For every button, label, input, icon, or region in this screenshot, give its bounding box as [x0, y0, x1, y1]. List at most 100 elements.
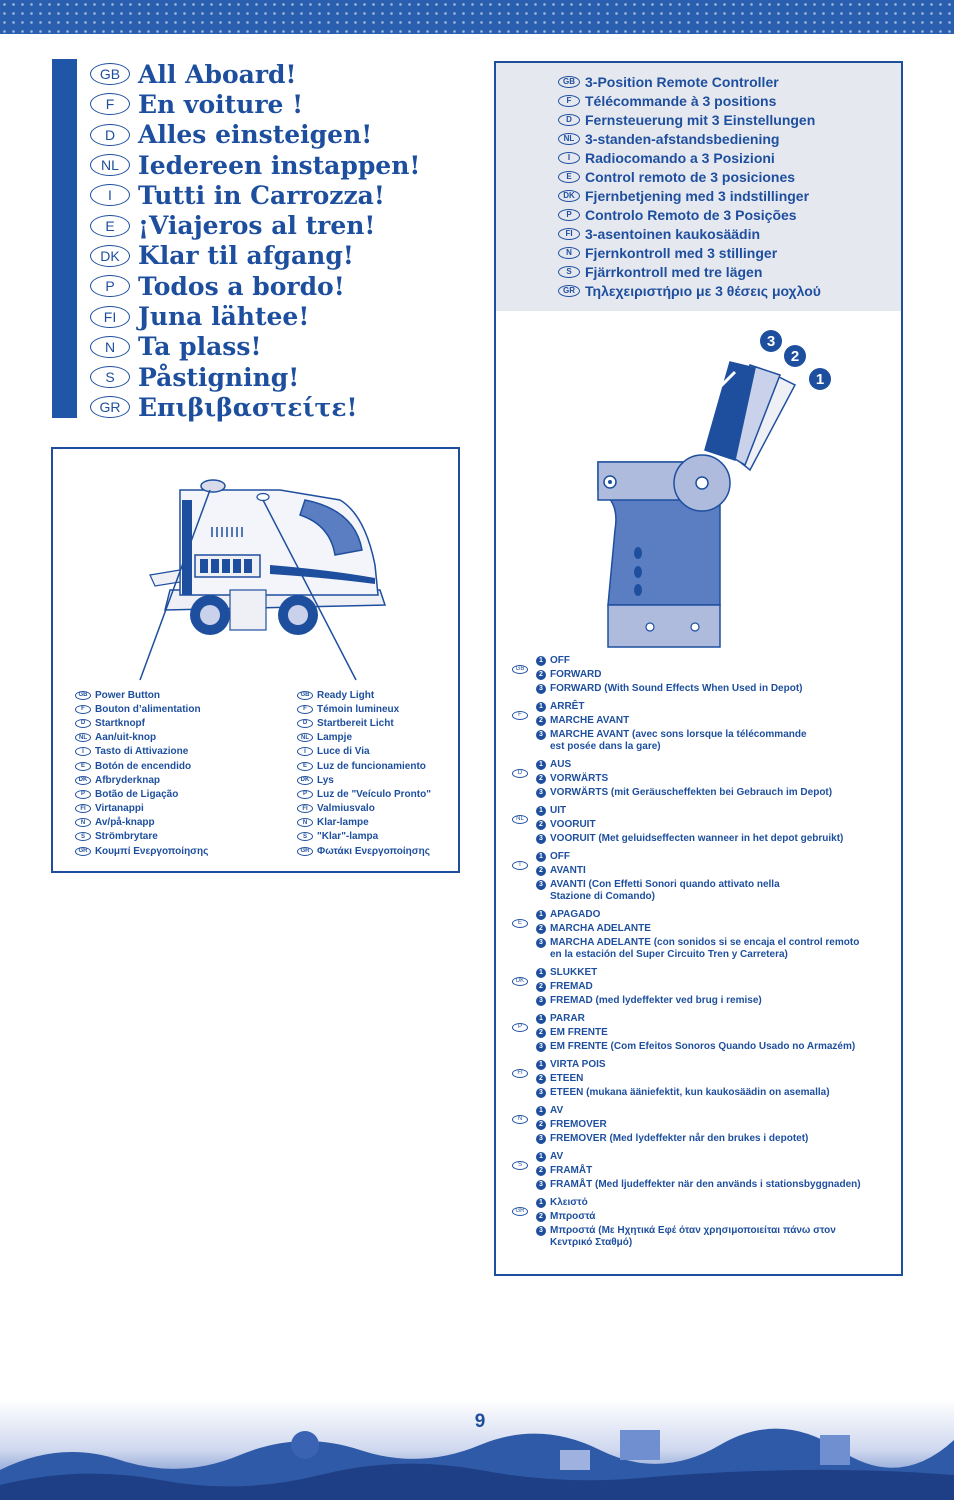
- language-code-badge: D: [297, 718, 313, 728]
- train-illustration: [139, 479, 387, 681]
- position-text: OFF: [550, 851, 570, 862]
- language-code-badge: D: [512, 768, 528, 778]
- position-text: FORWARD (With Sound Effects When Used in…: [550, 683, 803, 694]
- position-number-badge: 2: [536, 820, 546, 830]
- language-code-badge: GR: [75, 846, 91, 856]
- position-text: FRAMÅT (Med ljudeffekter när den används…: [550, 1179, 861, 1190]
- power-button-label-text: Botón de encendido: [95, 760, 192, 772]
- language-code-badge: DK: [75, 775, 91, 785]
- title-text: All Aboard!: [138, 59, 297, 89]
- title-text: En voiture !: [138, 89, 304, 119]
- language-code-badge: DK: [90, 244, 130, 267]
- ready-light-label-text: Luz de funcionamiento: [317, 760, 426, 772]
- position-text: AUS: [550, 759, 572, 770]
- remote-title-text: Τηλεχειριστήριο με 3 θέσεις μοχλού: [585, 282, 821, 299]
- title-row: E¡Viajeros al tren!: [90, 210, 420, 240]
- remote-title-text: 3-standen-afstandsbediening: [585, 130, 780, 147]
- ready-light-label-text: Lys: [317, 774, 334, 786]
- language-code-badge: GB: [75, 690, 91, 700]
- position-text: FREMOVER (Med lydeffekter når den brukes…: [550, 1133, 809, 1144]
- position-text: APAGADO: [550, 909, 601, 920]
- remote-title-text: Fjernkontroll med 3 stillinger: [585, 244, 778, 261]
- language-code-badge: E: [75, 761, 91, 771]
- language-cell: P: [512, 1013, 536, 1055]
- title-row: DK Klar til afgang!: [90, 241, 420, 271]
- power-button-label-text: Startknopf: [95, 717, 145, 729]
- position-text: Μπροστά (Με Ηχητικά Εφέ όταν χρησιμοποιε…: [550, 1225, 836, 1248]
- language-code-badge: I: [75, 747, 91, 757]
- language-code-badge: D: [90, 123, 130, 146]
- language-code-badge: P: [90, 275, 130, 298]
- language-code-badge: D: [558, 113, 580, 126]
- language-code-badge: FI: [558, 227, 580, 240]
- position-text: VORWÄRTS: [550, 773, 609, 784]
- remote-title-text: Control remoto de 3 posiciones: [585, 168, 796, 185]
- title-row: GB All Aboard!: [90, 59, 420, 89]
- power-button-label-text: Tasto di Attivazione: [95, 746, 189, 758]
- language-code-badge: GB: [90, 63, 130, 86]
- position-text: FRAMÅT: [550, 1165, 593, 1176]
- language-cell: D: [512, 759, 536, 801]
- language-code-badge: S: [90, 366, 130, 389]
- title-accent-bar: [52, 59, 77, 418]
- position-text: Κλειστό: [550, 1197, 588, 1208]
- ready-light-label-text: Φωτάκι Ενεργοποίησης: [317, 845, 430, 857]
- position-item: 3 FRAMÅT (Med ljudeffekter när den använd…: [536, 1179, 892, 1191]
- title-text: Klar til afgang!: [138, 241, 354, 271]
- title-text: ¡Viajeros al tren!: [138, 211, 376, 241]
- position-number-badge: 3: [536, 1180, 546, 1190]
- language-code-badge: GR: [512, 1206, 528, 1216]
- decorative-top-band: [0, 0, 954, 34]
- position-badge-2: 2: [784, 345, 806, 367]
- title-text: Alles einsteigen!: [138, 120, 373, 150]
- language-code-badge: S: [558, 265, 580, 278]
- position-number-badge: 1: [536, 1198, 546, 1208]
- position-text: MARCHA ADELANTE (con sonidos si se encaj…: [550, 937, 860, 960]
- remote-panel: [494, 61, 903, 1276]
- position-number-badge: 1: [536, 852, 546, 862]
- language-code-badge: E: [297, 761, 313, 771]
- position-text: VIRTA POIS: [550, 1059, 606, 1070]
- position-number-badge: 3: [536, 788, 546, 798]
- position-number-badge: 1: [536, 968, 546, 978]
- language-code-badge: D: [75, 718, 91, 728]
- position-text: OFF: [550, 655, 570, 666]
- language-code-badge: NL: [558, 132, 580, 145]
- title-text: Todos a bordo!: [138, 271, 345, 301]
- title-text: Ta plass!: [138, 332, 262, 362]
- power-button-label-text: Aan/uit-knop: [95, 732, 157, 744]
- title-text: Juna lähtee!: [138, 302, 310, 332]
- power-button-label-text: Afbryderknap: [95, 774, 161, 786]
- remote-title-text: Fernsteuerung mit 3 Einstellungen: [585, 111, 816, 128]
- position-number-badge: 1: [536, 910, 546, 920]
- position-number-badge: 1: [536, 806, 546, 816]
- language-code-badge: I: [90, 184, 130, 207]
- position-text: AV: [550, 1105, 564, 1116]
- language-code-badge: S: [512, 1160, 528, 1170]
- remote-controller-illustration: [597, 361, 797, 648]
